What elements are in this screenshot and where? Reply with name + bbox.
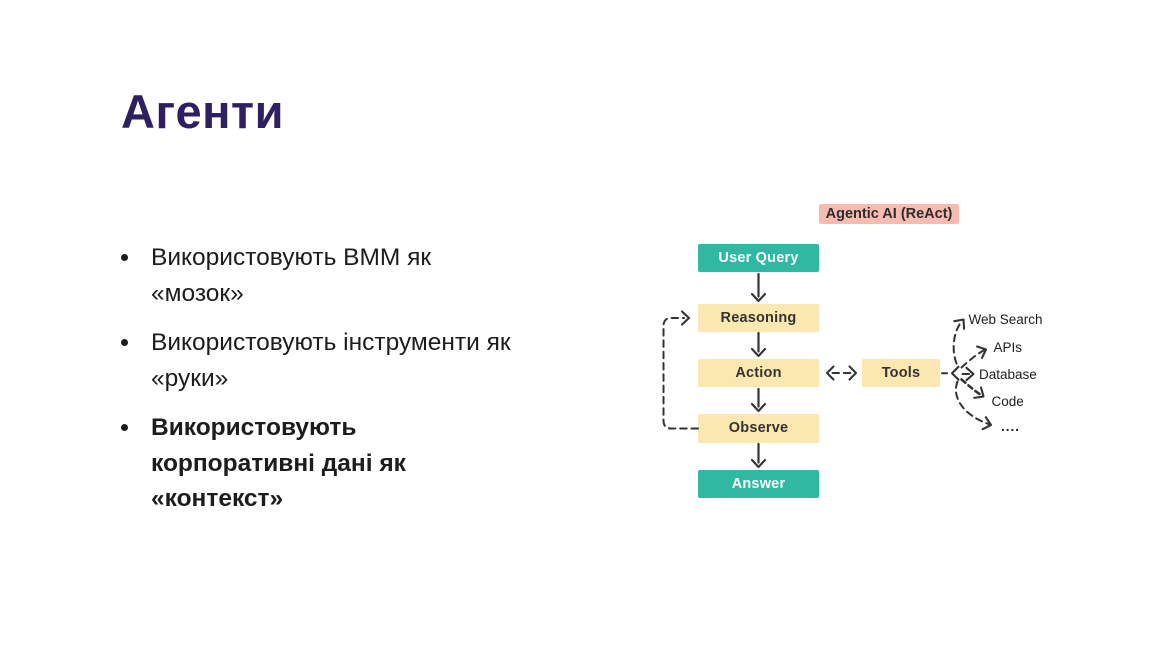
tool-target-code: Code (991, 394, 1024, 409)
bullet-text: Використовують ВММ як «мозок» (151, 244, 432, 307)
diagram-title-badge: Agentic AI (ReAct) (819, 204, 959, 224)
arrow-down-icon (750, 331, 767, 358)
flow-node-reasoning: Reasoning (698, 303, 819, 332)
fan-arrow-more-icon (955, 380, 993, 431)
flow-node-tools: Tools (862, 358, 940, 387)
fan-arrow-code-icon (960, 378, 985, 399)
feedback-loop-arrow-icon (662, 310, 699, 430)
list-item: Використовують ВММ як «мозок» (121, 240, 561, 311)
fan-arrow-database-icon (961, 366, 975, 382)
bullet-dot-icon (121, 325, 151, 396)
tool-target-apis: APIs (993, 339, 1023, 355)
bullet-text: Використовують інструменти як «руки» (151, 329, 511, 392)
page-title: Агенти (121, 85, 284, 139)
bullet-list: Використовують ВММ як «мозок» Використов… (121, 240, 561, 531)
tool-target-more: .... (1001, 418, 1021, 434)
flow-node-observe: Observe (698, 414, 819, 443)
flow-node-user-query: User Query (698, 244, 819, 272)
list-item: Використовують корпоративні дані як «кон… (121, 410, 561, 517)
bullet-dot-icon (121, 240, 151, 311)
tool-target-web-search: Web Search (968, 312, 1043, 327)
flow-node-action: Action (698, 358, 819, 387)
tool-target-database: Database (979, 366, 1037, 382)
arrow-down-icon (750, 442, 767, 469)
flow-node-answer: Answer (698, 470, 819, 498)
tools-return-arrow-icon (941, 365, 960, 381)
bullet-dot-icon (121, 410, 151, 517)
fan-arrow-web-search-icon (952, 318, 966, 365)
bidirectional-arrow-icon (825, 365, 858, 381)
bullet-text: Використовують корпоративні дані як «кон… (151, 414, 406, 512)
arrow-down-icon (750, 272, 767, 303)
fan-arrow-apis-icon (960, 345, 988, 369)
arrow-down-icon (750, 387, 767, 413)
list-item: Використовують інструменти як «руки» (121, 325, 561, 396)
